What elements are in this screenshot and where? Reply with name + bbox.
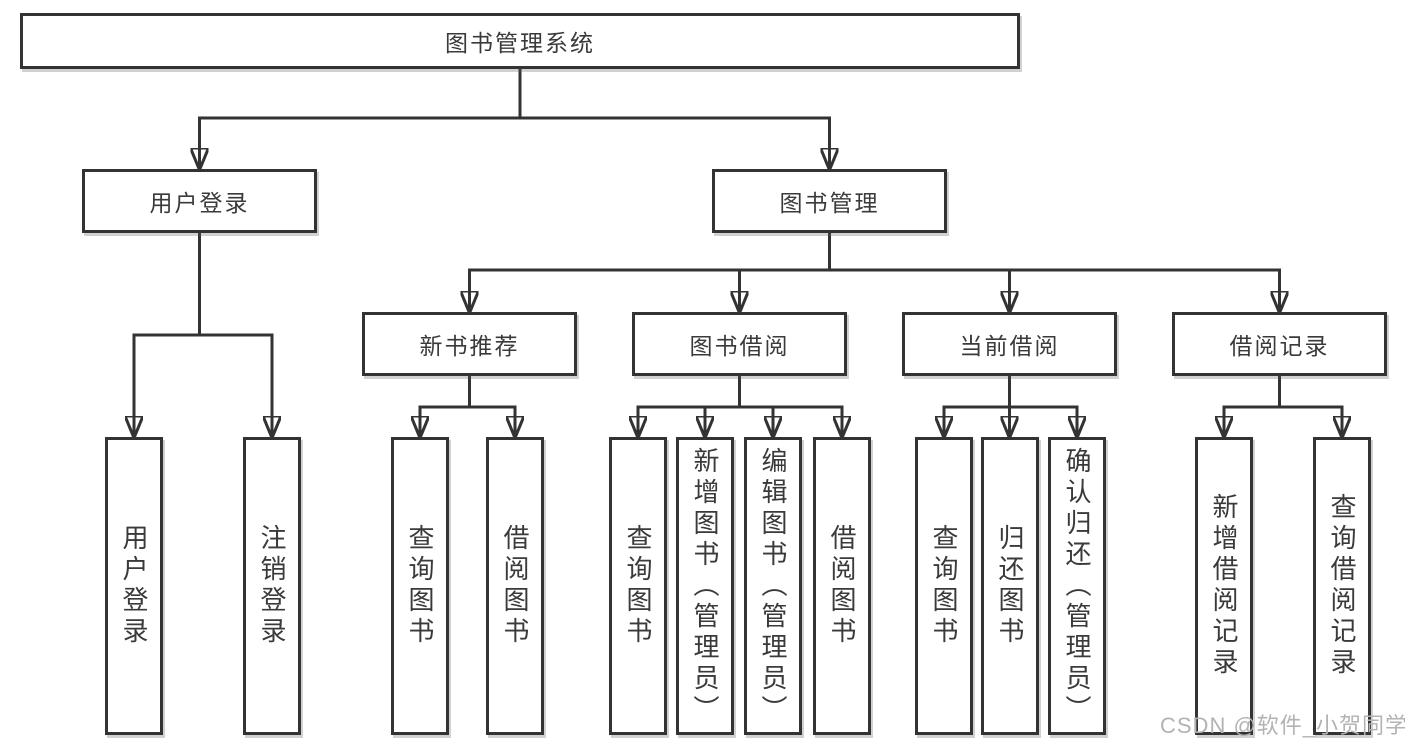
node-user-login: 用户登录: [82, 169, 317, 233]
leaf-query-books-borrowing: 查询图书: [609, 437, 667, 735]
leaf-user-login: 用户登录: [105, 437, 163, 735]
leaf-return-books: 归还图书: [981, 437, 1039, 735]
leaf-borrow-books-recommend: 借阅图书: [486, 437, 544, 735]
leaf-query-books-current: 查询图书: [915, 437, 973, 735]
node-new-book-recommend: 新书推荐: [362, 312, 577, 376]
leaf-confirm-return-admin: 确认归还（管理员）: [1048, 437, 1106, 735]
leaf-edit-book-admin: 编辑图书（管理员）: [744, 437, 802, 735]
node-borrowing-records: 借阅记录: [1172, 312, 1387, 376]
node-library-management-system: 图书管理系统: [20, 13, 1020, 69]
leaf-add-borrow-record: 新增借阅记录: [1195, 437, 1253, 735]
connector-arrows: [134, 118, 1342, 438]
leaf-borrow-books-borrowing: 借阅图书: [813, 437, 871, 735]
leaf-query-books-recommend: 查询图书: [391, 437, 449, 735]
node-current-borrowing: 当前借阅: [902, 312, 1117, 376]
node-book-borrowing: 图书借阅: [632, 312, 847, 376]
node-book-management: 图书管理: [712, 169, 947, 233]
leaf-logout: 注销登录: [243, 437, 301, 735]
watermark: CSDN @软件_小贺同学: [1160, 713, 1405, 738]
leaf-add-book-admin: 新增图书（管理员）: [676, 437, 734, 735]
leaf-query-borrow-record: 查询借阅记录: [1313, 437, 1371, 735]
